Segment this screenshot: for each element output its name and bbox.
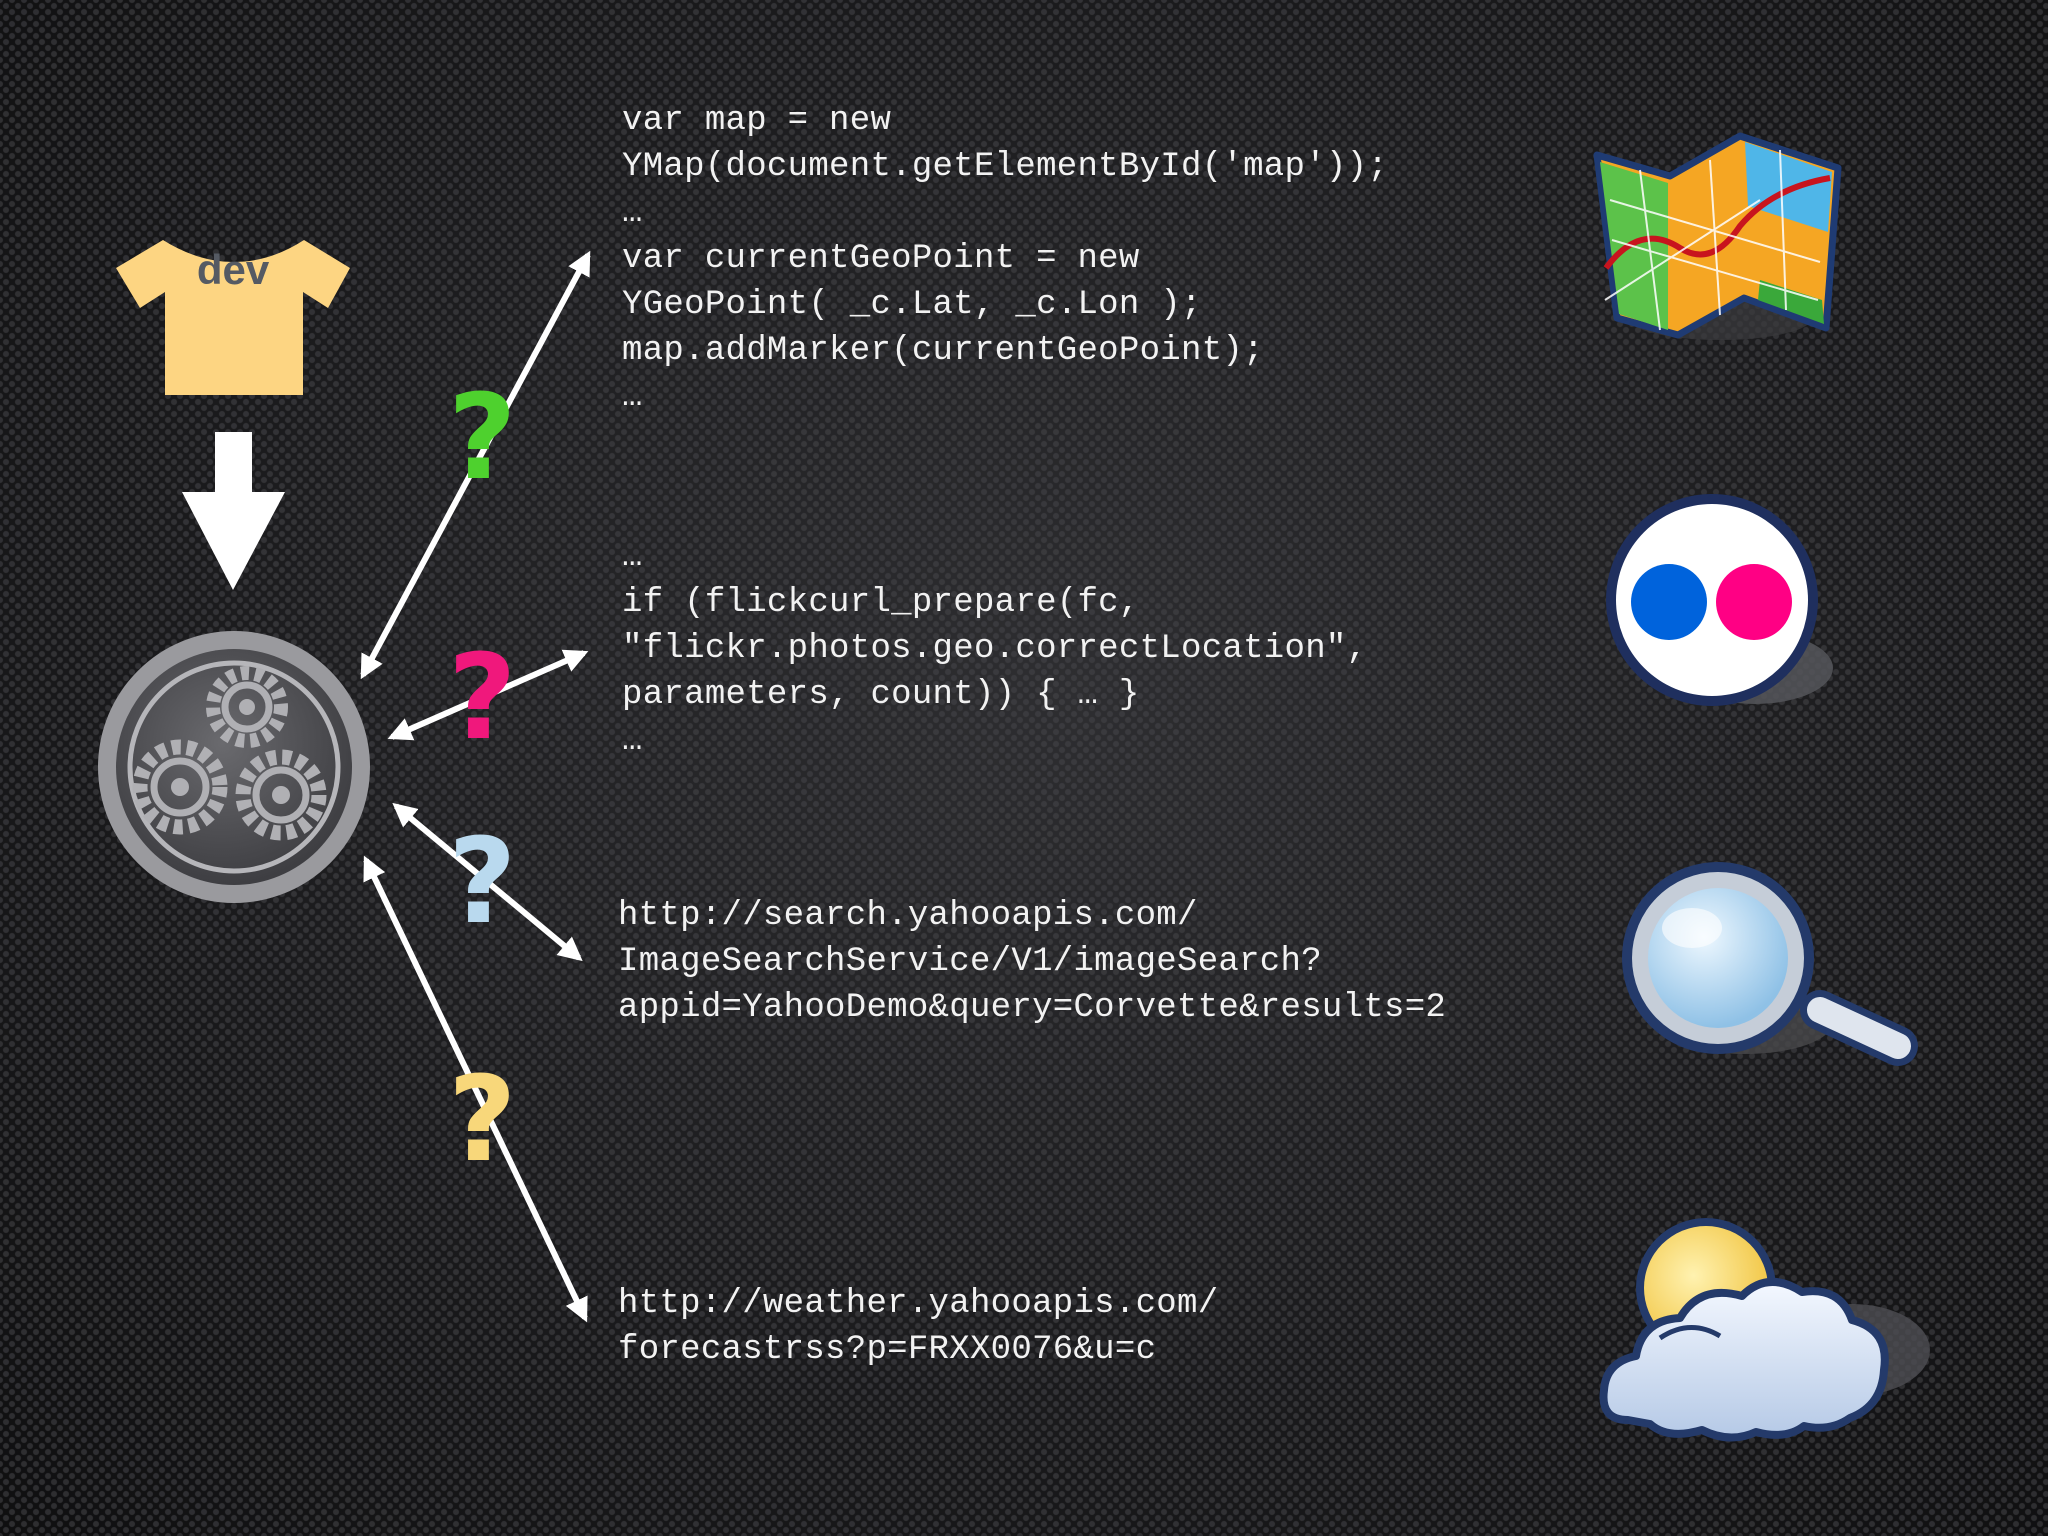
down-arrow-icon [182,432,285,590]
question-mark-maps: ? [448,368,517,506]
arrow-flickr [387,649,589,741]
arrow-maps [360,250,591,680]
question-mark-weather: ? [448,1050,517,1188]
code-snippet-flickr: … if (flickcurl_prepare(fc, "flickr.phot… [622,538,1368,760]
magnifier-icon [1622,862,1918,1066]
gears-icon [98,631,370,903]
code-snippet-search: http://search.yahooapis.com/ ImageSearch… [618,897,1447,1027]
code-snippet-weather: http://weather.yahooapis.com/ forecastrs… [618,1285,1219,1369]
dev-tshirt-icon: dev [116,240,350,395]
dev-label: dev [197,246,270,293]
flickr-logo-icon [1606,494,1833,706]
weather-cloud-icon [1599,1218,1930,1442]
question-mark-search: ? [448,812,517,950]
map-icon [1593,132,1842,340]
arrow-weather [363,855,588,1323]
code-snippet-maps: var map = new YMap(document.getElementBy… [622,102,1389,416]
question-mark-flickr: ? [448,628,517,766]
